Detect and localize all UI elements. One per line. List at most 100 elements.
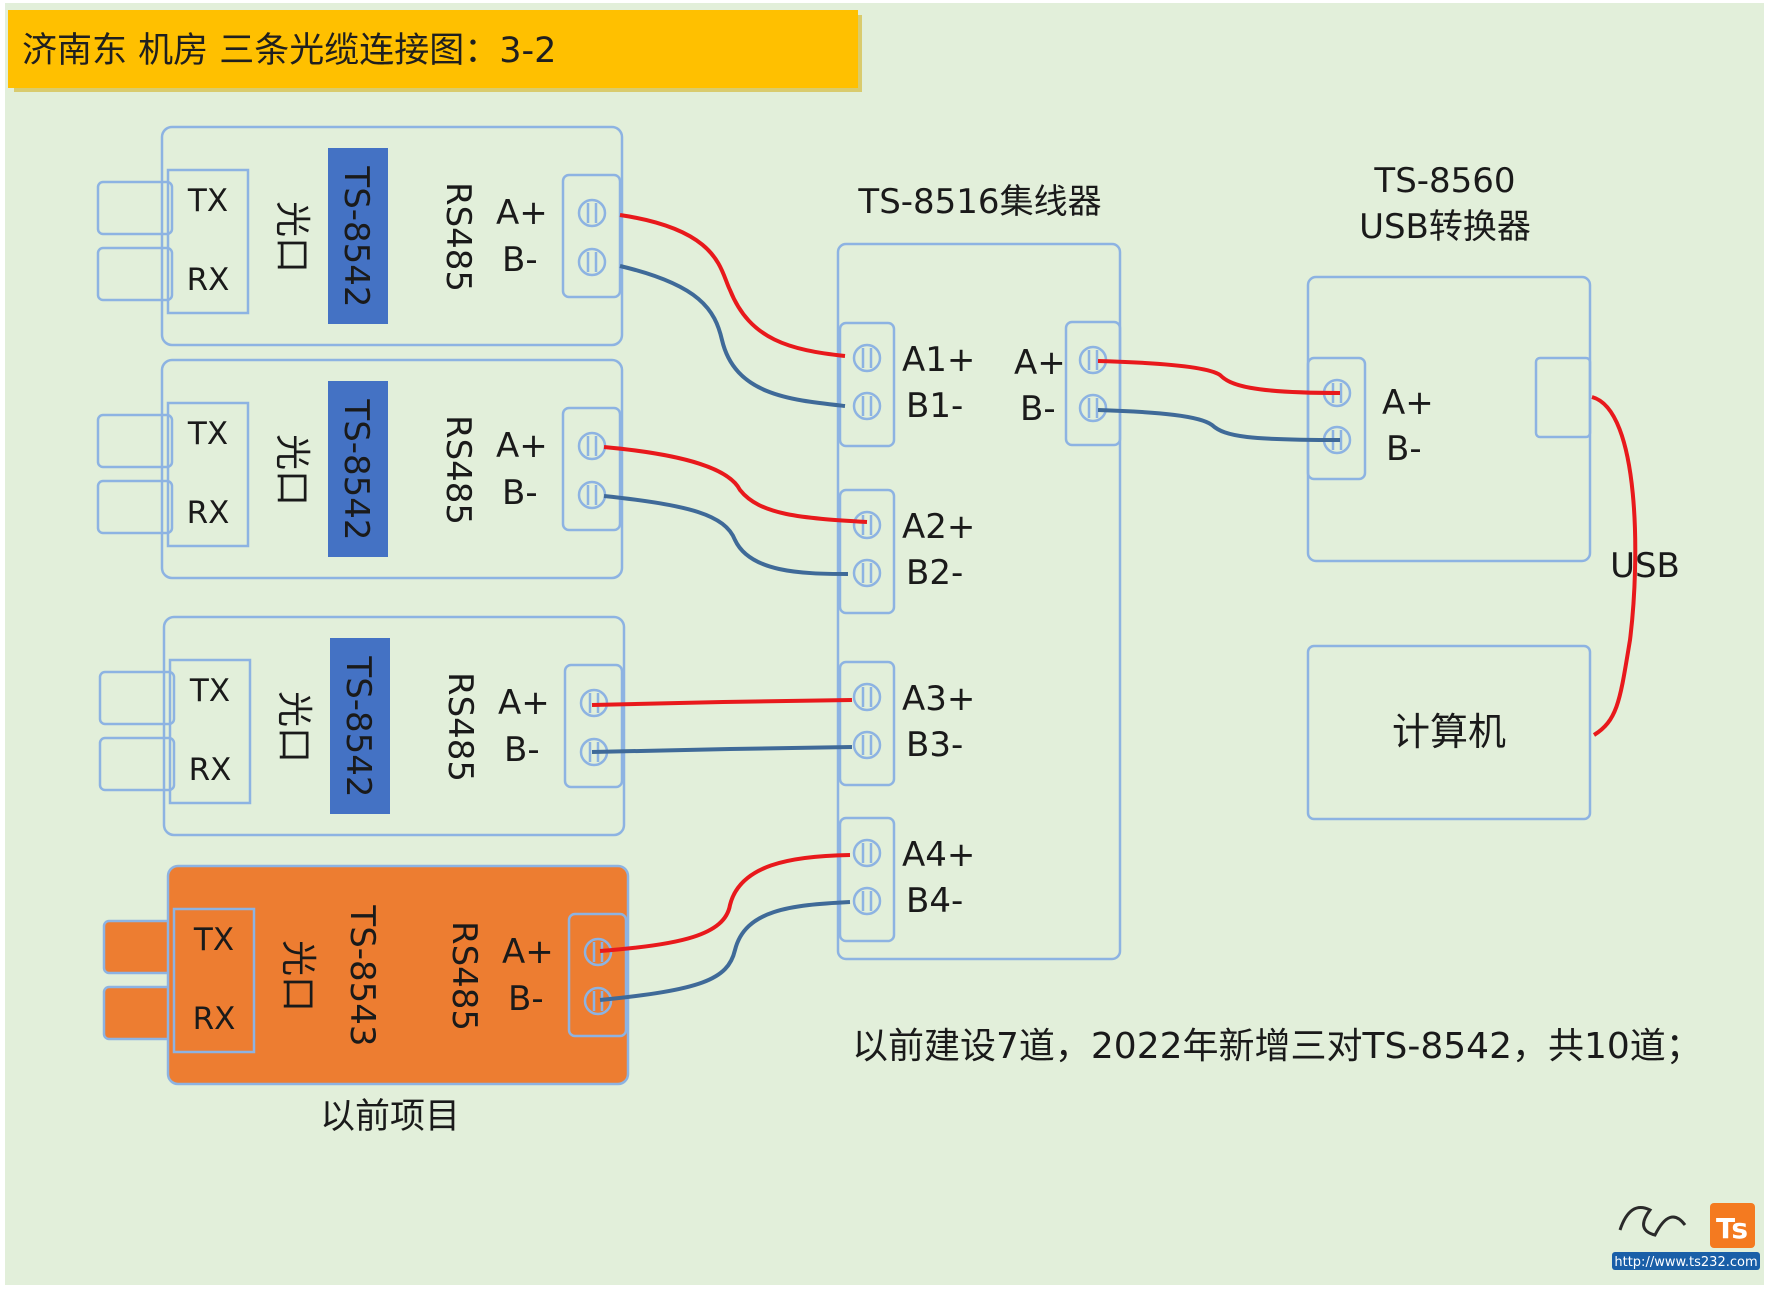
optical-port-label: 光口 xyxy=(271,201,312,273)
title-banner: 济南东 机房 三条光缆连接图：3-2 xyxy=(8,10,862,92)
wire-hub-a xyxy=(1097,359,1341,395)
watermark-logo: Ts http://www.ts232.com xyxy=(1612,1203,1760,1270)
hub-ts8516: TS-8516集线器 A1+B1-A2+B2-A3+B3-A4+B4- A+ B… xyxy=(836,182,1122,961)
optical-port-frame xyxy=(172,907,256,1054)
optical-port-frame xyxy=(168,658,252,805)
screw-a-icon xyxy=(852,343,882,373)
a-plus-label: A+ xyxy=(502,932,554,972)
hub-port-b-label: B2- xyxy=(906,553,963,593)
converter-body xyxy=(162,615,626,837)
wire-group xyxy=(591,213,1638,1002)
ts-logo-text: Ts xyxy=(1716,1212,1748,1245)
hub-box xyxy=(836,242,1122,961)
hub-terminal xyxy=(838,660,896,787)
usb-converter-title-1: TS-8560 xyxy=(1373,161,1515,201)
screw-b-icon xyxy=(852,886,882,916)
hub-port-a-label: A3+ xyxy=(902,679,975,719)
model-badge xyxy=(328,381,388,557)
wire-a-3 xyxy=(591,698,853,707)
converter-body xyxy=(166,864,630,1086)
b-minus-label: B- xyxy=(508,979,544,1019)
fiber-plug-tx xyxy=(96,413,174,469)
tx-label: TX xyxy=(187,183,228,219)
fiber-plug-rx xyxy=(96,479,174,535)
rs485-label: RS485 xyxy=(440,672,480,782)
hub-port-b-label: B3- xyxy=(906,725,963,765)
a-plus-label: A+ xyxy=(496,193,548,233)
rs485-terminal xyxy=(561,406,622,532)
optical-port-label: 光口 xyxy=(277,940,318,1012)
rs485-terminal xyxy=(567,912,628,1038)
fiber-plug-rx xyxy=(98,736,176,792)
model-badge xyxy=(328,148,388,324)
b-minus-label: B- xyxy=(502,240,538,280)
fiber-plug-tx xyxy=(96,180,174,236)
hub-port-3: A3+B3- xyxy=(838,660,975,787)
hub-output-terminal xyxy=(1064,320,1122,447)
computer: 计算机 xyxy=(1306,644,1592,821)
wire-b-2 xyxy=(603,494,849,576)
hub-port-b-label: B1- xyxy=(906,386,963,426)
watermark-url: http://www.ts232.com xyxy=(1614,1255,1757,1270)
screw-b-icon xyxy=(577,247,607,277)
b-minus-label: B- xyxy=(504,730,540,770)
model-label: TS-8542 xyxy=(338,655,378,797)
hub-title: TS-8516集线器 xyxy=(857,182,1101,222)
signature-mark xyxy=(1618,1206,1687,1237)
rs485-label: RS485 xyxy=(444,921,484,1031)
screw-b-icon xyxy=(852,391,882,421)
optical-port-label: 光口 xyxy=(273,691,314,763)
rx-label: RX xyxy=(193,1001,236,1037)
rx-label: RX xyxy=(189,752,232,788)
hub-port-1: A1+B1- xyxy=(838,321,975,448)
b-minus-label: B- xyxy=(502,473,538,513)
hub-terminal xyxy=(838,816,896,943)
usb-label: USB xyxy=(1610,546,1680,586)
hub-terminal xyxy=(838,488,896,615)
hub-terminal xyxy=(838,321,896,448)
wire-b-1 xyxy=(619,264,846,408)
screw-b-icon xyxy=(852,558,882,588)
wire-b-4 xyxy=(599,900,851,1002)
title-text: 济南东 机房 三条光缆连接图：3-2 xyxy=(22,31,556,71)
usb-converter-title-2: USB转换器 xyxy=(1359,207,1531,247)
hub-out-screw-b-icon xyxy=(1078,393,1108,423)
usb-converter-b-label: B- xyxy=(1386,429,1422,469)
hub-port-a-label: A2+ xyxy=(902,507,975,547)
rx-label: RX xyxy=(187,262,230,298)
fiber-plug-tx xyxy=(98,670,176,726)
note-text: 以前建设7道，2022年新增三对TS-8542，共10道； xyxy=(852,1026,1702,1067)
wire-hub-b xyxy=(1097,408,1341,442)
model-badge xyxy=(330,638,390,814)
wire-a-1 xyxy=(619,213,846,358)
computer-box xyxy=(1306,644,1592,821)
hub-port-4: A4+B4- xyxy=(838,816,975,943)
wire-a-2 xyxy=(603,445,868,524)
converter-4: TX RX 光口 TS-8543 RS485 A+ B- xyxy=(102,864,630,1086)
model-label: TS-8543 xyxy=(342,904,382,1046)
model-label: TS-8542 xyxy=(336,165,376,307)
rs485-label: RS485 xyxy=(438,415,478,525)
usb-port xyxy=(1534,356,1592,439)
screw-b-icon xyxy=(852,730,882,760)
screw-a-icon xyxy=(852,838,882,868)
rs485-terminal xyxy=(563,663,624,789)
hub-port-group: A1+B1-A2+B2-A3+B3-A4+B4- xyxy=(838,321,1108,943)
fiber-plug-rx xyxy=(96,246,174,302)
usb-converter-a-label: A+ xyxy=(1382,383,1434,423)
usb-converter-ts8560: TS-8560 USB转换器 A+ B- xyxy=(1306,161,1592,563)
tx-label: TX xyxy=(187,416,228,452)
hub-out-b-label: B- xyxy=(1020,389,1056,429)
screw-a-icon xyxy=(577,198,607,228)
converter-body xyxy=(160,125,624,347)
ts-logo-box xyxy=(1710,1203,1755,1248)
watermark-url-bar xyxy=(1612,1252,1760,1270)
wire-b-3 xyxy=(591,745,853,754)
tx-label: TX xyxy=(193,922,234,958)
screw-a-icon xyxy=(852,510,882,540)
optical-port-frame xyxy=(166,168,250,315)
